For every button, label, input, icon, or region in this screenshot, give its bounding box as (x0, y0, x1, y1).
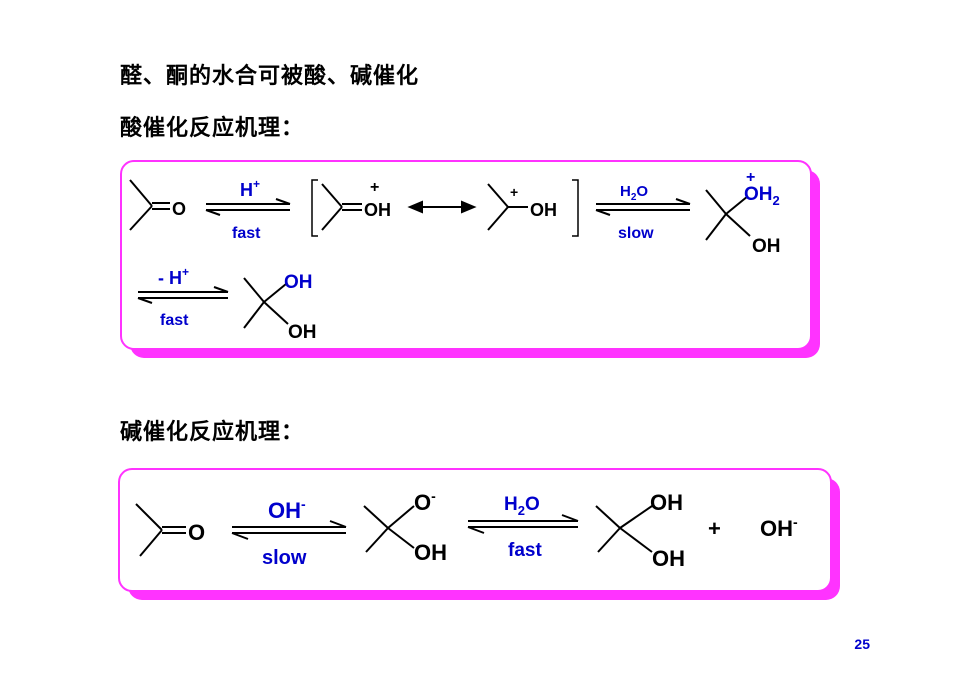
resonance-arrow (407, 200, 477, 214)
acid-mechanism-heading: 酸催化反应机理： (120, 116, 305, 141)
page-number: 25 (854, 636, 870, 652)
protonated-hydrate-plus: + (746, 169, 755, 186)
acid-step2-reagent: H2O (620, 183, 648, 203)
base-carbonyl-oxygen: O (188, 520, 205, 545)
acid-step3-reagent: - H+ (158, 265, 189, 288)
acid-step2-condition: slow (618, 225, 654, 242)
acid-step1-condition: fast (232, 225, 261, 242)
base-diol-bottom-OH: OH (652, 546, 685, 571)
page-title: 醛、酮的水合可被酸、碱催化 (120, 64, 420, 89)
base-step1-reagent: OH- (268, 496, 306, 523)
base-diol-top-OH: OH (650, 490, 683, 515)
resonance-2-OH: OH (530, 200, 557, 220)
bracket-left (311, 179, 318, 237)
protonated-hydrate-OH2: OH2 (744, 184, 780, 208)
acid-equilibrium-arrow-2 (595, 198, 691, 216)
base-step1-condition: slow (262, 547, 307, 569)
acid-equilibrium-arrow-3 (137, 286, 229, 304)
base-equilibrium-arrow-2 (467, 514, 579, 534)
base-mechanism-heading: 碱催化反应机理： (120, 420, 305, 445)
alkoxide-intermediate (363, 505, 415, 553)
bracket-right (572, 179, 579, 237)
resonance-1-plus: + (370, 179, 379, 196)
plus-sign: + (708, 516, 721, 541)
base-gem-diol (595, 505, 653, 553)
acid-diol-bottom-OH: OH (288, 322, 317, 343)
acid-equilibrium-arrow-1 (205, 198, 291, 216)
alkoxide-OH: OH (414, 540, 447, 565)
acid-gem-diol (243, 277, 289, 329)
resonance-form-2 (487, 183, 528, 231)
base-acetone (135, 503, 186, 557)
acid-frame (120, 160, 812, 350)
protonated-hydrate (705, 189, 751, 241)
resonance-2-plus: + (510, 184, 518, 200)
base-step2-condition: fast (508, 540, 542, 561)
base-step2-reagent: H2O (504, 494, 540, 518)
resonance-form-1 (321, 183, 362, 231)
acid-carbonyl-oxygen: O (172, 199, 186, 219)
alkoxide-O-minus: O- (414, 488, 436, 515)
acid-step1-reagent: H+ (240, 177, 260, 200)
acid-diol-top-OH: OH (284, 272, 313, 293)
acid-acetone (129, 179, 170, 231)
hydroxide-product: OH- (760, 514, 798, 541)
protonated-hydrate-OH: OH (752, 236, 781, 257)
acid-step3-condition: fast (160, 312, 189, 329)
resonance-1-OH: OH (364, 200, 391, 220)
base-equilibrium-arrow-1 (231, 520, 347, 540)
